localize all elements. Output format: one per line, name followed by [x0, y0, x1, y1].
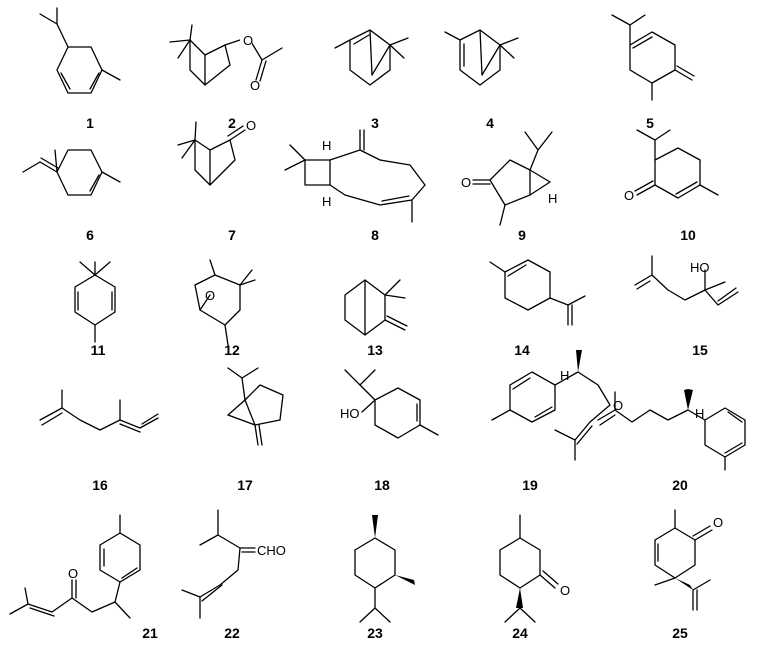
compound-number-21: 21: [142, 625, 158, 641]
compound-number-20: 20: [672, 477, 688, 493]
compound-number-16: 16: [92, 477, 108, 493]
atom-o-2b: O: [250, 78, 260, 93]
atom-ho-18: HO: [340, 406, 360, 421]
structure-14: [489, 259, 586, 326]
structure-6: [22, 149, 121, 196]
structure-5: [611, 14, 695, 101]
structure-25: [654, 509, 713, 611]
structure-12: [194, 259, 256, 346]
compound-number-1: 1: [86, 115, 94, 131]
structure-8: [284, 129, 426, 223]
structure-20: [597, 389, 746, 471]
atom-h-9: H: [548, 191, 557, 206]
structure-17: [227, 367, 284, 446]
compound-number-18: 18: [374, 477, 390, 493]
compound-number-9: 9: [518, 227, 526, 243]
compound-number-15: 15: [692, 342, 708, 358]
atom-h-19: H: [560, 368, 569, 383]
compound-number-8: 8: [371, 227, 379, 243]
atom-o-9: O: [461, 175, 471, 190]
structure-1: [39, 7, 121, 94]
atom-ho-15: HO: [690, 260, 710, 275]
compound-number-19: 19: [522, 477, 538, 493]
compound-number-4: 4: [486, 115, 494, 131]
compound-number-7: 7: [228, 227, 236, 243]
compound-number-17: 17: [237, 477, 253, 493]
compound-number-11: 11: [91, 342, 106, 358]
atom-o-10: O: [624, 188, 634, 203]
compound-number-12: 12: [224, 342, 240, 358]
structure-22: [181, 509, 256, 619]
structure-15: [634, 255, 739, 306]
compound-number-6: 6: [86, 227, 94, 243]
structure-2: [169, 24, 283, 86]
structure-23: [354, 515, 415, 623]
atom-h-20: H: [695, 406, 704, 421]
compound-number-22: 22: [224, 625, 240, 641]
structure-11: [74, 261, 116, 343]
structure-18: [344, 369, 439, 439]
structure-16: [39, 389, 159, 433]
structure-9: [472, 131, 553, 226]
structure-13: [344, 279, 408, 336]
structure-7: [177, 121, 246, 186]
compound-number-5: 5: [646, 115, 654, 131]
compound-number-24: 24: [512, 625, 528, 641]
structure-3: [334, 29, 409, 86]
atom-o-7: O: [246, 118, 256, 133]
compound-number-25: 25: [672, 625, 688, 641]
atom-h-8b: H: [322, 194, 331, 209]
compound-number-23: 23: [367, 625, 383, 641]
atom-o-12: O: [205, 288, 215, 303]
compound-number-3: 3: [371, 115, 379, 131]
atom-h-8a: H: [322, 138, 331, 153]
structure-10: [634, 129, 719, 199]
atom-o-24: O: [560, 583, 570, 598]
atom-o-19: O: [613, 398, 623, 413]
structure-21: [9, 514, 141, 619]
compound-number-13: 13: [367, 342, 383, 358]
structure-4: [444, 29, 519, 86]
atom-o-25: O: [713, 515, 723, 530]
compound-number-10: 10: [680, 227, 696, 243]
compound-number-2: 2: [228, 115, 236, 131]
structure-24: [499, 514, 559, 623]
atom-o-21: O: [68, 566, 78, 581]
atom-o-2a: O: [243, 33, 253, 48]
compound-number-14: 14: [514, 342, 530, 358]
atom-cho-22: CHO: [257, 543, 286, 558]
structure-19: [491, 350, 611, 461]
